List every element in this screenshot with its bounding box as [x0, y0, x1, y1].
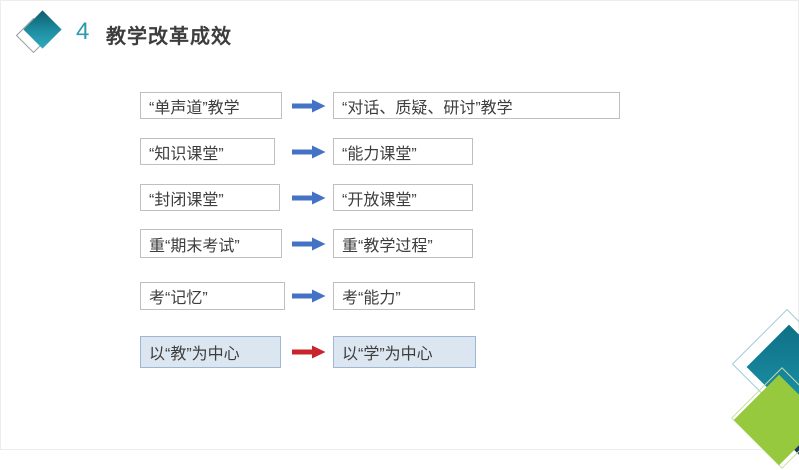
- before-box: “单声道”教学: [140, 92, 282, 119]
- diamond-logo-icon: [15, 10, 62, 56]
- right-arrow-icon: [292, 145, 326, 158]
- after-box: 考“能力”: [333, 282, 475, 310]
- transform-row: “单声道”教学 “对话、质疑、研讨”教学: [140, 92, 620, 119]
- transform-row: 考“记忆” 考“能力”: [140, 282, 475, 310]
- before-box: 重“期末考试”: [140, 229, 282, 258]
- after-box: 重“教学过程”: [333, 229, 473, 258]
- before-box: “封闭课堂”: [140, 184, 280, 211]
- after-box: “对话、质疑、研讨”教学: [333, 92, 620, 119]
- before-box: 以“教”为中心: [140, 336, 281, 368]
- right-arrow-icon: [292, 345, 326, 359]
- before-box: 考“记忆”: [140, 282, 285, 310]
- after-box: 以“学”为中心: [333, 336, 476, 368]
- right-arrow-icon: [292, 191, 326, 204]
- right-arrow-icon: [292, 99, 326, 112]
- transform-row: 重“期末考试” 重“教学过程”: [140, 229, 473, 258]
- after-box: “开放课堂”: [333, 184, 473, 211]
- transform-row: “知识课堂” “能力课堂”: [140, 138, 473, 165]
- right-arrow-icon: [292, 289, 326, 303]
- before-box: “知识课堂”: [140, 138, 275, 165]
- after-box: “能力课堂”: [333, 138, 473, 165]
- decor-diamond-green: [733, 374, 799, 466]
- transform-row: “封闭课堂” “开放课堂”: [140, 184, 473, 211]
- page-title: 教学改革成效: [106, 26, 232, 48]
- transform-row-highlighted: 以“教”为中心 以“学”为中心: [140, 336, 476, 368]
- right-arrow-icon: [292, 237, 326, 250]
- slide-number: 4: [76, 18, 90, 45]
- slide-header: 4 教学改革成效: [0, 0, 799, 70]
